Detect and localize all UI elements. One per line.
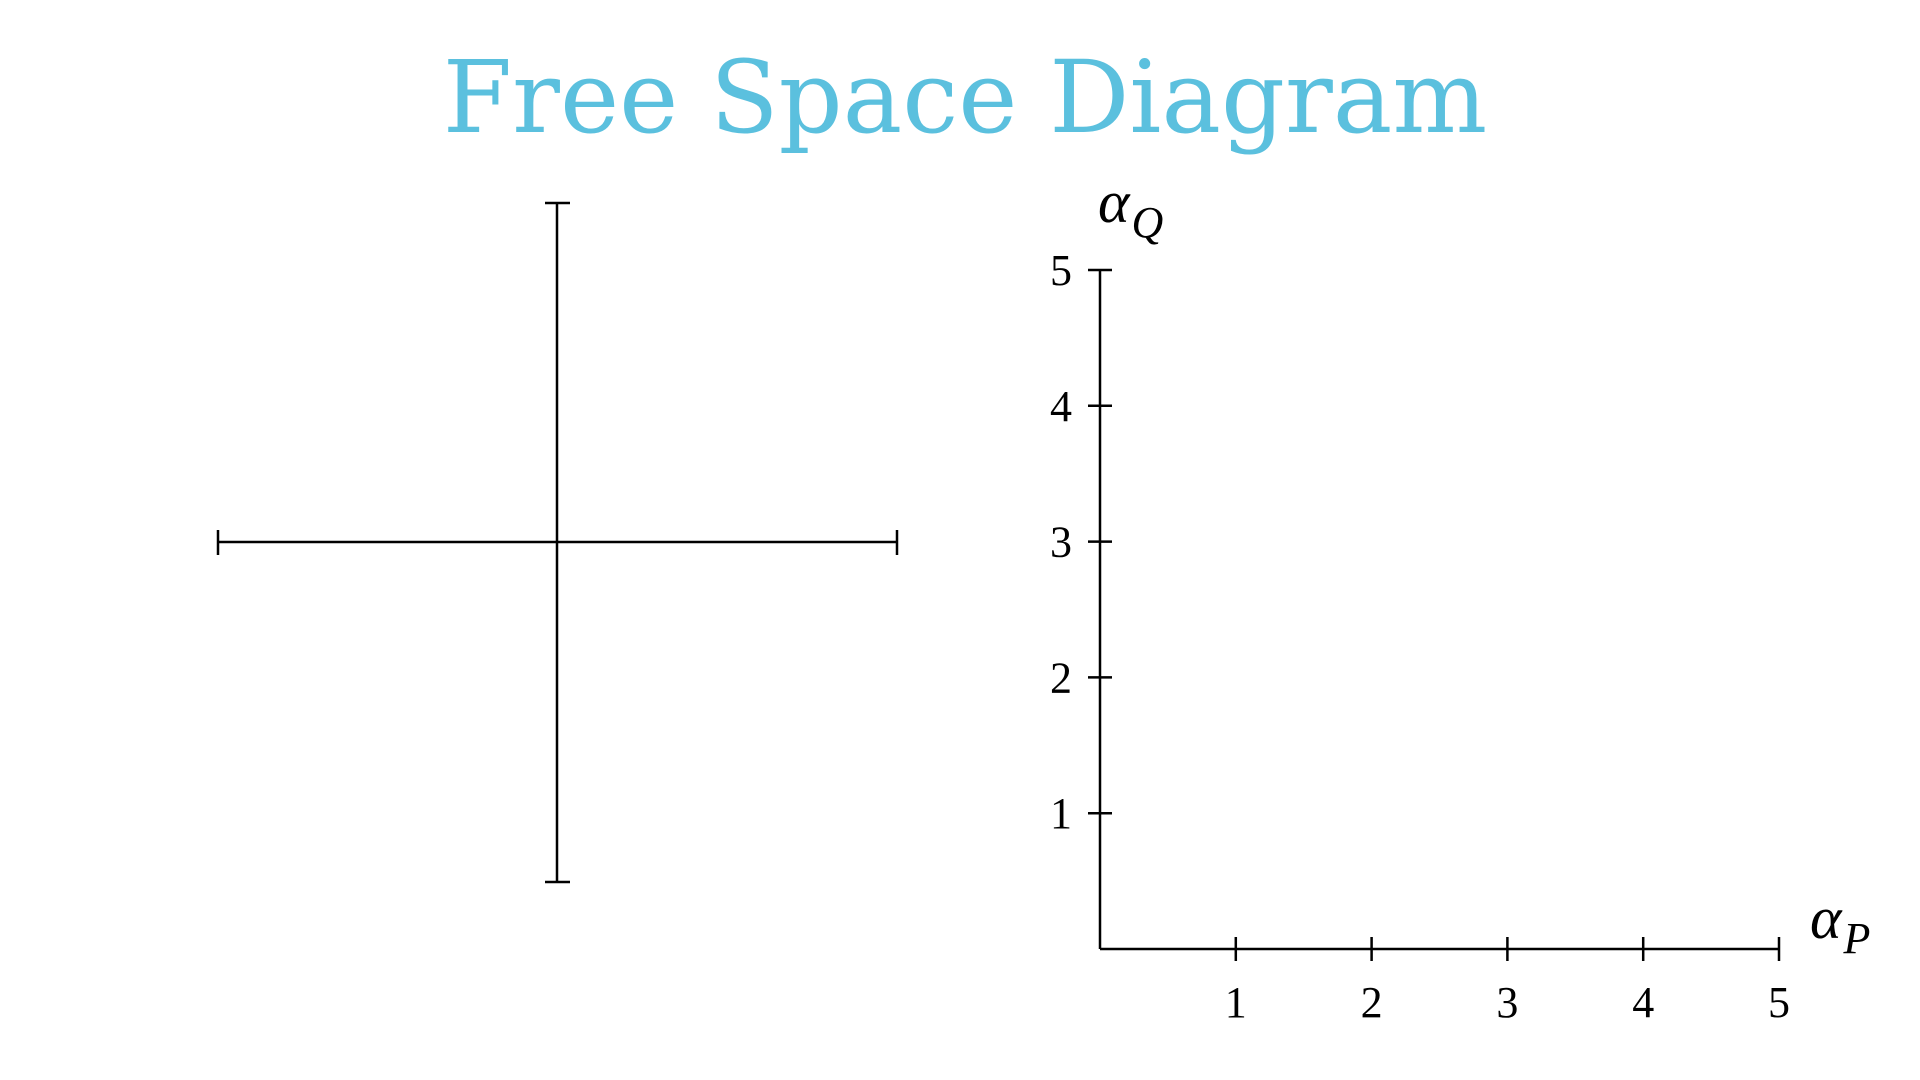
y-tick-label: 4 xyxy=(1050,382,1072,431)
y-ticks: 1 2 3 4 5 xyxy=(1050,246,1112,838)
x-tick-label: 4 xyxy=(1632,978,1654,1027)
y-axis-label: αQ xyxy=(1098,169,1163,247)
y-tick-label: 2 xyxy=(1050,653,1072,702)
y-tick-label: 3 xyxy=(1050,518,1072,567)
x-tick-label: 5 xyxy=(1768,978,1790,1027)
page-title: Free Space Diagram xyxy=(442,39,1488,156)
cross-figure xyxy=(216,201,899,884)
x-tick-label: 3 xyxy=(1496,978,1518,1027)
y-tick-label: 5 xyxy=(1050,246,1072,295)
x-tick-label: 1 xyxy=(1225,978,1247,1027)
x-tick-label: 2 xyxy=(1361,978,1383,1027)
x-ticks: 1 2 3 4 5 xyxy=(1225,937,1790,1027)
x-axis-label: αP xyxy=(1810,885,1870,963)
axes: 1 2 3 4 5 1 2 3 4 5 αP αQ xyxy=(1050,169,1870,1027)
y-tick-label: 1 xyxy=(1050,789,1072,838)
